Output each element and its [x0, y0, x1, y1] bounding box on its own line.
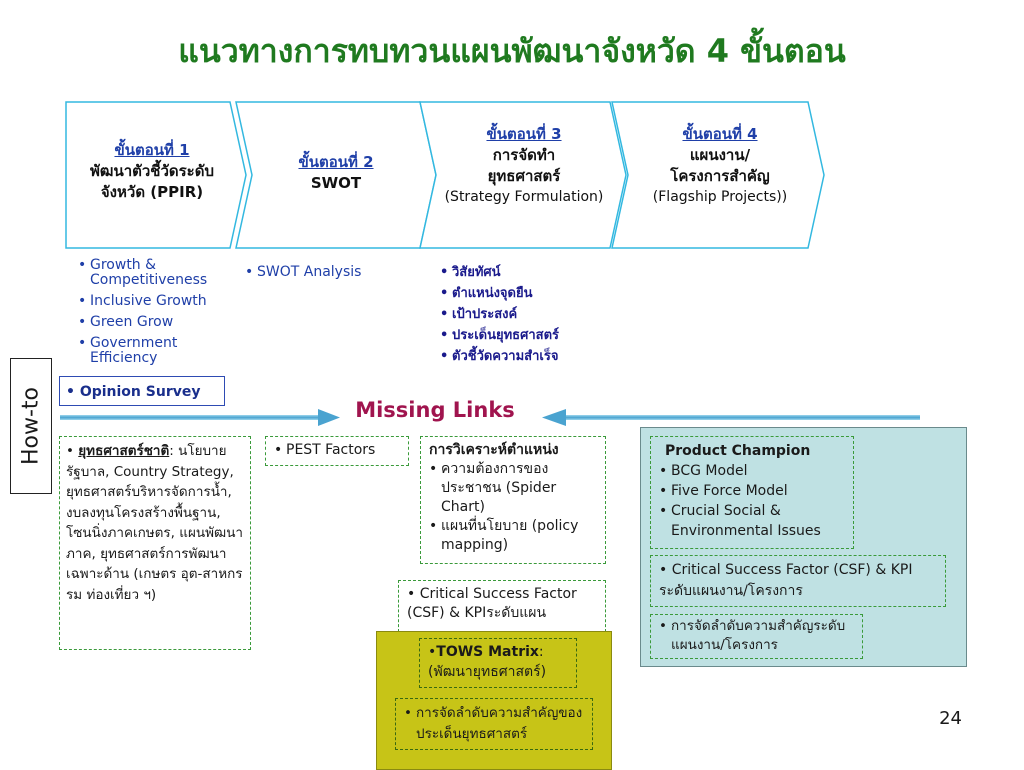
national-strategy-heading: ยุทธศาสตร์ชาติ	[78, 443, 170, 459]
tows-sub: (พัฒนายุทธศาสตร์)	[428, 664, 547, 680]
list-item: Green Grow	[78, 315, 238, 331]
tows-box: •TOWS Matrix: (พัฒนายุทธศาสตร์)	[419, 638, 577, 688]
project-section: Product Champion BCG Model Five Force Mo…	[640, 427, 967, 667]
step-3-text: ขั้นตอนที่ 3 การจัดทำ ยุทธศาสตร์ (Strate…	[432, 124, 616, 208]
list-item: เป้าประสงค์	[440, 304, 630, 325]
step-3-body-line2: ยุทธศาสตร์	[487, 167, 561, 185]
step-3-body-line1: การจัดทำ	[492, 146, 556, 164]
step-3-heading: ขั้นตอนที่ 3	[486, 125, 562, 143]
national-strategy-box: • ยุทธศาสตร์ชาติ: นโยบายรัฐบาล, Country …	[59, 436, 251, 650]
project-priority-box: การจัดลำดับความสำคัญระดับแผนงาน/โครงการ	[650, 614, 863, 659]
page-title: แนวทางการทบทวนแผนพัฒนาจังหวัด 4 ขั้นตอน	[178, 32, 846, 70]
list-item: ความต้องการของประชาชน (Spider Chart)	[429, 460, 597, 517]
arrow-left-head	[318, 409, 340, 426]
pest-factors: PEST Factors	[274, 441, 400, 460]
positioning-box: การวิเคราะห์ตำแหน่ง ความต้องการของประชาช…	[420, 436, 606, 564]
step3-topic-list: วิสัยทัศน์ ตำแหน่งจุดยืน เป้าประสงค์ ประ…	[440, 262, 630, 367]
step-1-text: ขั้นตอนที่ 1 พัฒนาตัวชี้วัดระดับ จังหวัด…	[66, 140, 238, 203]
list-item: Crucial Social & Environmental Issues	[659, 501, 845, 541]
step-1-body-line1: พัฒนาตัวชี้วัดระดับ	[90, 162, 214, 180]
strategy-priority-box: การจัดลำดับความสำคัญของประเด็นยุทธศาสตร์	[395, 698, 593, 750]
step2-topic-list: SWOT Analysis	[245, 265, 415, 286]
csf-plan-box: • Critical Success Factor (CSF) & KPIระด…	[398, 580, 606, 632]
strategy-priority: การจัดลำดับความสำคัญของประเด็นยุทธศาสตร์	[404, 703, 586, 745]
tows-title: TOWS Matrix	[436, 644, 539, 660]
list-item: ตำแหน่งจุดยืน	[440, 283, 630, 304]
arrow-left-shaft	[60, 415, 324, 420]
list-item: Growth & Competitiveness	[78, 258, 238, 288]
step-3-english: (Strategy Formulation)	[444, 189, 604, 205]
arrow-right-head	[542, 409, 566, 426]
step-2-text: ขั้นตอนที่ 2 SWOT	[252, 152, 420, 194]
project-priority: การจัดลำดับความสำคัญระดับแผนงาน/โครงการ	[659, 617, 854, 655]
how-to-label: How-to	[18, 386, 44, 466]
step-1-body-line2: จังหวัด (PPIR)	[100, 183, 204, 201]
tows-section: •TOWS Matrix: (พัฒนายุทธศาสตร์) การจัดลำ…	[376, 631, 612, 770]
step-2-heading: ขั้นตอนที่ 2	[298, 153, 374, 171]
product-champion-heading: Product Champion	[665, 443, 811, 459]
list-item: Government Efficiency	[78, 336, 238, 366]
step-4-body-line2: โครงการสำคัญ	[670, 167, 770, 185]
list-item: ตัวชี้วัดความสำเร็จ	[440, 346, 630, 367]
step-2-body: SWOT	[310, 174, 362, 192]
how-to-box: How-to	[10, 358, 52, 494]
pest-box: PEST Factors	[265, 436, 409, 466]
product-champion-box: Product Champion BCG Model Five Force Mo…	[650, 436, 854, 549]
positioning-heading: การวิเคราะห์ตำแหน่ง	[429, 442, 559, 458]
step1-topic-list: Growth & Competitiveness Inclusive Growt…	[78, 258, 238, 372]
missing-links-label: Missing Links	[355, 398, 515, 422]
list-item: วิสัยทัศน์	[440, 262, 630, 283]
national-strategy-text: นโยบายรัฐบาล, Country Strategy, ยุทธศาสต…	[66, 443, 244, 603]
list-item: แผนที่นโยบาย (policy mapping)	[429, 517, 597, 555]
arrow-right-shaft	[560, 415, 920, 420]
step-4-text: ขั้นตอนที่ 4 แผนงาน/ โครงการสำคัญ (Flags…	[628, 124, 812, 208]
page-number: 24	[939, 708, 962, 729]
list-item: SWOT Analysis	[245, 265, 415, 281]
step-1-heading: ขั้นตอนที่ 1	[114, 141, 190, 159]
step-4-heading: ขั้นตอนที่ 4	[682, 125, 758, 143]
list-item: ประเด็นยุทธศาสตร์	[440, 325, 630, 346]
step-4-body-line1: แผนงาน/	[689, 146, 751, 164]
list-item: Inclusive Growth	[78, 294, 238, 310]
list-item: Five Force Model	[659, 481, 845, 501]
opinion-survey-box: • Opinion Survey	[59, 376, 225, 406]
step-4-english: (Flagship Projects))	[652, 189, 788, 205]
list-item: BCG Model	[659, 461, 845, 481]
csf-project-box: • Critical Success Factor (CSF) & KPI ระ…	[650, 555, 946, 607]
